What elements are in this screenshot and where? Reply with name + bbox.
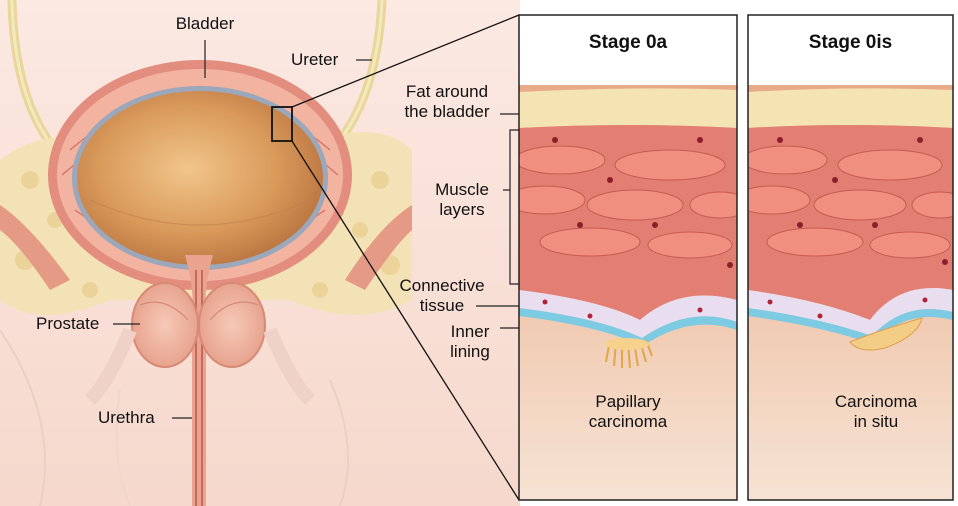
muscle-layers-label: Muscle layers — [420, 180, 504, 220]
carcinoma-in-situ-label: Carcinoma in situ — [818, 392, 934, 432]
muscle-label-line2: layers — [420, 200, 504, 220]
papillary-carcinoma-label: Papillary carcinoma — [570, 392, 686, 432]
cis-label-line1: Carcinoma — [818, 392, 934, 412]
papillary-label-line1: Papillary — [570, 392, 686, 412]
inner-label-line2: lining — [438, 342, 502, 362]
muscle-label-line1: Muscle — [420, 180, 504, 200]
fat-label-line1: Fat around — [394, 82, 500, 102]
ureter-label: Ureter — [291, 50, 338, 70]
prostate-label: Prostate — [36, 314, 99, 334]
connective-label-line1: Connective — [388, 276, 496, 296]
bladder-label: Bladder — [160, 14, 250, 34]
cis-label-line2: in situ — [818, 412, 934, 432]
stage-0a-title: Stage 0a — [519, 32, 737, 54]
fat-label: Fat around the bladder — [394, 82, 500, 122]
stage-0is-title: Stage 0is — [748, 32, 953, 54]
inner-lining-label: Inner lining — [438, 322, 502, 362]
papillary-label-line2: carcinoma — [570, 412, 686, 432]
connective-label-line2: tissue — [388, 296, 496, 316]
connective-tissue-label: Connective tissue — [388, 276, 496, 316]
inner-label-line1: Inner — [438, 322, 502, 342]
urethra-label: Urethra — [98, 408, 155, 428]
fat-label-line2: the bladder — [394, 102, 500, 122]
